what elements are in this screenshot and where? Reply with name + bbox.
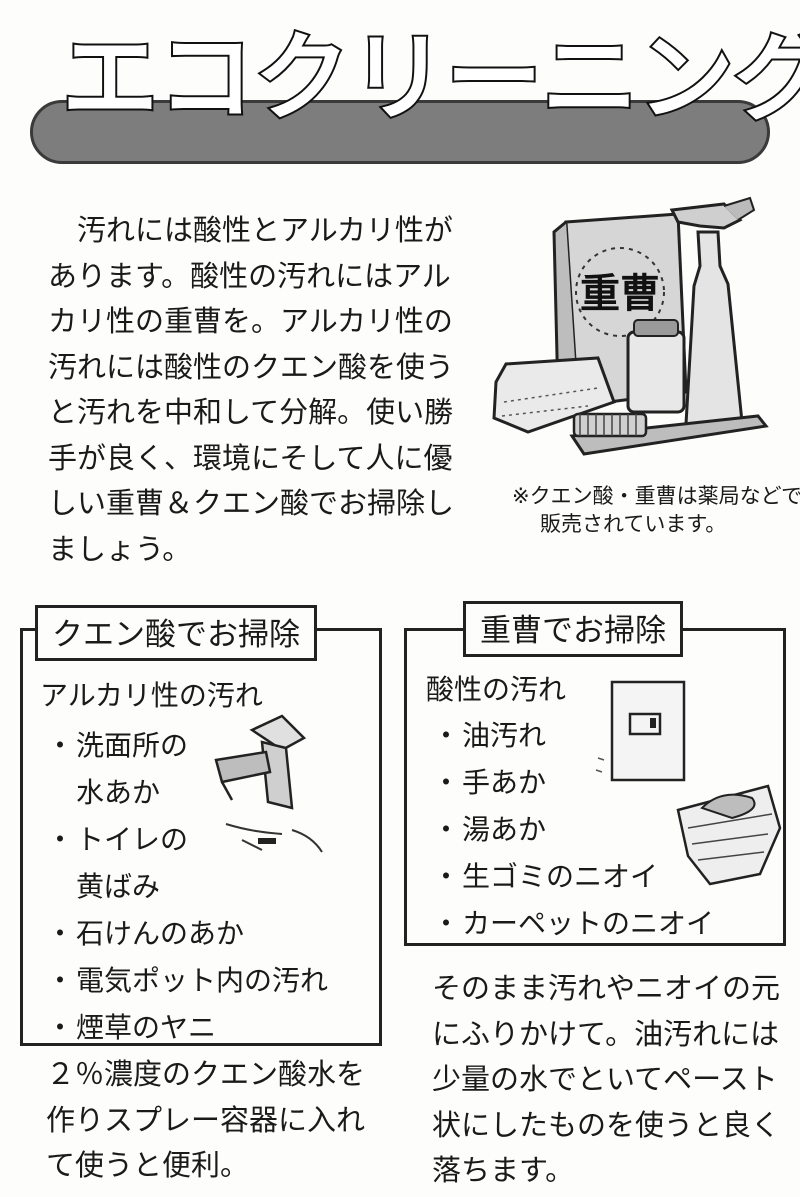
list-item-cont: 水あか bbox=[76, 776, 161, 809]
intro-text: 汚れには酸性とアルカリ性があります。酸性の汚れにはアルカリ性の重曹を。アルカリ性… bbox=[48, 213, 455, 566]
list-item: ・石けんのあか bbox=[46, 917, 245, 950]
alkaline-stains-list: ・洗面所の 水あか ・トイレの 黄ばみ ・石けんのあか ・電気ポット内の汚れ ・… bbox=[46, 722, 328, 1051]
list-item: ・煙草のヤニ bbox=[46, 1011, 217, 1044]
alkaline-stains-label: アルカリ性の汚れ bbox=[40, 679, 263, 712]
bag-label: 重曹 bbox=[580, 271, 660, 317]
list-item: ・湯あか bbox=[432, 813, 547, 846]
faucet-illustration bbox=[214, 714, 323, 853]
intro-paragraph: 汚れには酸性とアルカリ性があります。酸性の汚れにはアルカリ性の重曹を。アルカリ性… bbox=[48, 208, 468, 572]
list-item: ・生ゴミのニオイ bbox=[432, 860, 659, 893]
baking-soda-heading: 重曹でお掃除 bbox=[463, 601, 683, 657]
page-title: エコクリーニング bbox=[60, 22, 800, 134]
acidic-stains-label: 酸性の汚れ bbox=[426, 673, 567, 706]
list-item: ・手あか bbox=[432, 766, 547, 799]
list-item-cont: 黄ばみ bbox=[76, 870, 161, 903]
list-item: ・電気ポット内の汚れ bbox=[46, 964, 329, 997]
list-item: ・トイレの bbox=[46, 823, 189, 856]
citric-acid-usage: ２％濃度のクエン酸水を作りスプレー容器に入れて使うと便利。 bbox=[46, 1057, 366, 1182]
cleaning-supplies-illustration: 重曹 bbox=[492, 196, 769, 456]
list-item: ・油汚れ bbox=[432, 719, 547, 752]
citric-acid-heading: クエン酸でお掃除 bbox=[35, 605, 317, 661]
kitchen-illustration bbox=[595, 680, 782, 886]
baking-soda-box: 重曹でお掃除 bbox=[404, 601, 786, 946]
title-banner bbox=[30, 100, 770, 164]
availability-note: ※クエン酸・重曹は薬局などで販売されています。 bbox=[512, 484, 800, 536]
baking-soda-usage: そのまま汚れやニオイの元にふりかけて。油汚れには少量の水でといてペースト状にした… bbox=[432, 971, 781, 1187]
list-item: ・洗面所の bbox=[46, 729, 189, 762]
citric-acid-box: クエン酸でお掃除 bbox=[20, 605, 382, 1046]
list-item: ・カーペットのニオイ bbox=[432, 907, 715, 940]
acidic-stains-list: ・油汚れ ・手あか ・湯あか ・生ゴミのニオイ ・カーペットのニオイ bbox=[432, 712, 714, 947]
